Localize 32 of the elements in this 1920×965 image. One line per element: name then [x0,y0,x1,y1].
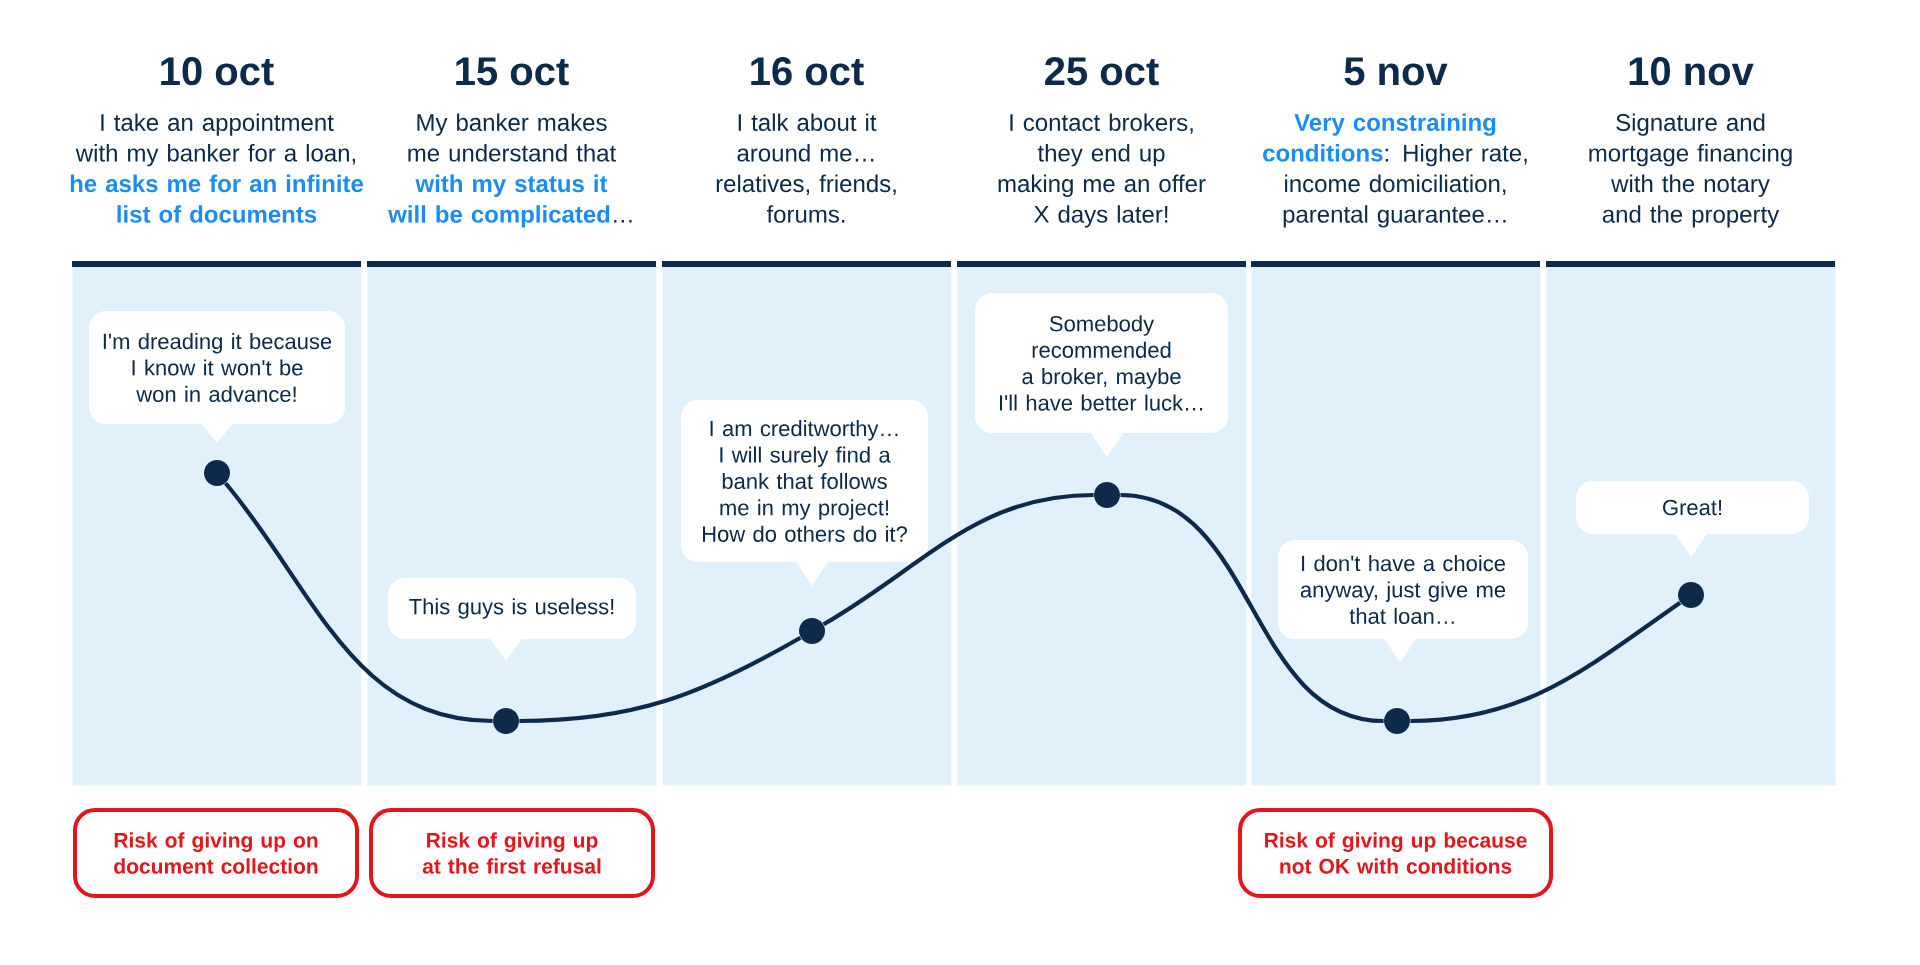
curve-segment [1410,600,1682,724]
step-description: Signature and mortgage financing with the notary and the property [1589,113,1792,228]
curve-point [1678,582,1704,608]
speech-bubble: This guys is useless! [388,578,636,661]
curve-point [1094,482,1120,508]
curve-point [493,708,519,734]
date-heading: 10 nov [1629,57,1754,86]
risk-box: Risk of giving up on document collection [73,808,359,898]
step-description: My banker makes me understand that with my status it will be complicated… [388,113,632,228]
step-description: I contact brokers, they end up making me an offer X days later! [998,113,1206,228]
speech-bubble: Somebody recommended a broker, maybe I'll have better luck… [975,293,1228,457]
curve-segment [519,635,802,724]
curve-point [799,618,825,644]
date-heading: 16 oct [751,57,864,86]
risk-box: Risk of giving up because not OK with conditions [1238,808,1553,898]
curve-segment [223,481,493,724]
curve-segment [1120,492,1384,724]
step-description: Very constraining conditions: Higher rate, income domiciliation, parental guarantee… [1263,113,1527,228]
date-heading: 5 nov [1344,57,1448,86]
speech-bubble: Great! [1576,481,1809,557]
date-heading: 15 oct [456,57,569,86]
step-description: I take an appointment with my banker for a loan, he asks me for an infinite list of documents [70,113,364,223]
risk-box: Risk of giving up at the first refusal [369,808,655,898]
date-heading: 10 oct [161,57,274,86]
speech-bubble: I'm dreading it because I know it won't be won in advance! [89,311,345,443]
speech-bubble: I am creditworthy… I will surely find a bank that follows me in my project! How do others do it? [681,400,928,586]
speech-bubble: I don't have a choice anyway, just give me that loan… [1278,540,1528,662]
curve-point [204,460,230,486]
curve-segment [822,492,1094,627]
curve-point [1384,708,1410,734]
date-heading: 25 oct [1045,57,1159,86]
step-description: I talk about it around me… relatives, friends, forums. [716,113,896,223]
